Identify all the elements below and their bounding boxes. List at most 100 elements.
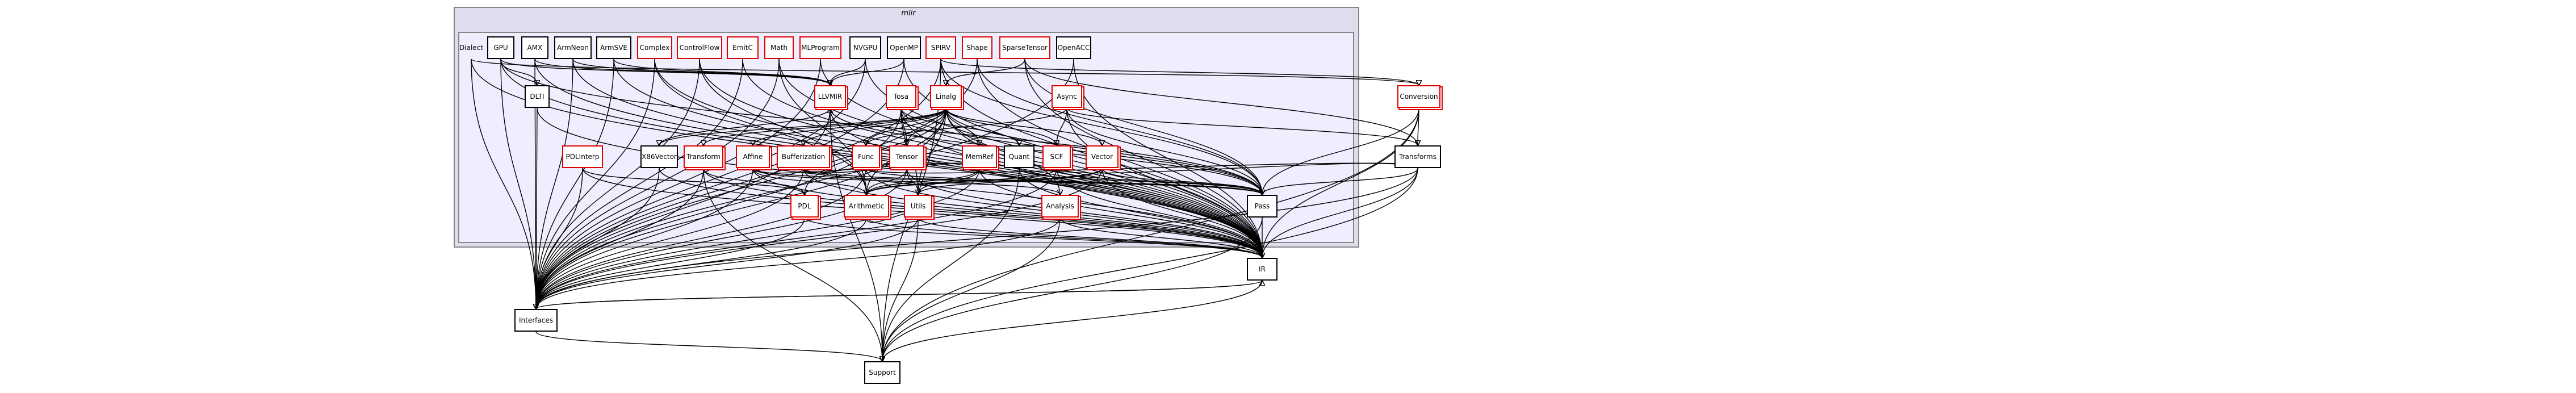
node-openacc[interactable]: OpenACC	[1056, 36, 1091, 59]
edge-analysis-to-support	[882, 217, 1061, 361]
node-dialect[interactable]: Dialect	[459, 44, 483, 52]
edge-llvmir-to-support	[830, 107, 882, 361]
edge-vector-to-pass	[1101, 168, 1262, 195]
edge-async-to-transforms	[1066, 107, 1418, 145]
edge-gpu-to-pass	[500, 58, 1262, 195]
node-arithmetic[interactable]: Arithmetic	[844, 195, 889, 218]
node-pdl[interactable]: PDL	[790, 195, 819, 218]
node-linalg[interactable]: Linalg	[930, 85, 962, 108]
node-sparsetensor[interactable]: SparseTensor	[999, 36, 1050, 59]
edge-conversion-to-pass	[1262, 107, 1419, 195]
edge-linalg-to-bufferization	[803, 107, 946, 145]
edge-quant-to-ir	[1019, 168, 1262, 258]
node-transforms[interactable]: Transforms	[1394, 145, 1441, 168]
edge-transforms-to-support	[882, 168, 1418, 361]
node-math[interactable]: Math	[764, 36, 794, 59]
edge-dialect-to-conversion	[471, 58, 1419, 85]
edge-linalg-to-vector	[945, 107, 1102, 145]
edge-openmp-to-interfaces	[536, 58, 904, 309]
edge-linalg-to-transform	[703, 107, 946, 145]
edge-tosa-to-pass	[900, 107, 1262, 195]
edge-bufferization-to-ir	[803, 168, 1262, 258]
edge-dlti-to-interfaces	[536, 107, 537, 309]
node-interfaces[interactable]: Interfaces	[514, 309, 558, 332]
node-conversion[interactable]: Conversion	[1397, 85, 1440, 108]
edge-mlprogram-to-ir	[820, 58, 1262, 258]
node-quant[interactable]: Quant	[1004, 145, 1034, 168]
node-vector[interactable]: Vector	[1086, 145, 1119, 168]
node-emitc[interactable]: EmitC	[727, 36, 759, 59]
edge-dialect-to-interfaces	[471, 58, 536, 309]
edge-memref-to-interfaces	[536, 168, 980, 309]
edge-openmp-to-llvmir	[830, 58, 904, 85]
mlir-cluster-title[interactable]: mlir	[901, 9, 916, 18]
edge-transform-to-support	[703, 168, 882, 361]
node-pdlinterp[interactable]: PDLInterp	[562, 145, 603, 168]
edge-analysis-to-ir	[1059, 217, 1262, 258]
edge-linalg-to-utils	[918, 107, 946, 195]
node-func[interactable]: Func	[852, 145, 880, 168]
edge-arithmetic-to-ir	[866, 217, 1262, 258]
edge-bufferization-to-interfaces	[536, 168, 804, 309]
node-amx[interactable]: AMX	[521, 36, 548, 59]
node-tosa[interactable]: Tosa	[886, 85, 916, 108]
edge-dlti-to-ir	[537, 107, 1262, 258]
edge-pass-to-support	[882, 217, 1263, 361]
edge-complex-to-interfaces	[536, 58, 655, 309]
node-complex[interactable]: Complex	[637, 36, 672, 59]
edge-utils-to-support	[882, 217, 919, 361]
node-bufferization[interactable]: Bufferization	[777, 145, 830, 168]
node-dlti[interactable]: DLTI	[525, 85, 550, 108]
edge-conversion-to-support	[882, 107, 1419, 361]
edge-scf-to-pass	[1056, 168, 1262, 195]
node-gpu[interactable]: GPU	[487, 36, 514, 59]
edge-quant-to-pass	[1019, 168, 1262, 195]
edge-math-to-interfaces	[536, 58, 780, 309]
node-armneon[interactable]: ArmNeon	[554, 36, 592, 59]
node-analysis[interactable]: Analysis	[1041, 195, 1079, 218]
node-scf[interactable]: SCF	[1042, 145, 1071, 168]
edge-conversion-to-ir	[1262, 107, 1419, 258]
node-affine[interactable]: Affine	[736, 145, 770, 168]
edge-sparsetensor-to-ir	[1024, 58, 1262, 258]
edge-vector-to-interfaces	[536, 168, 1103, 309]
edge-spirv-to-pass	[940, 58, 1262, 195]
node-support[interactable]: Support	[864, 361, 900, 384]
node-tensor[interactable]: Tensor	[889, 145, 924, 168]
edge-tensor-to-ir	[906, 168, 1262, 258]
edge-memref-to-arithmetic	[866, 168, 980, 195]
edge-async-to-pass	[1066, 107, 1262, 195]
node-pass[interactable]: Pass	[1247, 195, 1277, 218]
node-controlflow[interactable]: ControlFlow	[677, 36, 722, 59]
node-spirv[interactable]: SPIRV	[925, 36, 956, 59]
edge-linalg-to-func	[866, 107, 946, 145]
edge-tosa-to-quant	[900, 107, 1019, 145]
edge-transforms-to-pass	[1262, 168, 1418, 195]
node-openmp[interactable]: OpenMP	[887, 36, 921, 59]
node-async[interactable]: Async	[1052, 85, 1082, 108]
node-llvmir[interactable]: LLVMIR	[814, 85, 846, 108]
edge-vector-to-utils	[918, 168, 1103, 195]
edge-async-to-func	[866, 107, 1067, 145]
edge-sparsetensor-to-pass	[1024, 58, 1262, 195]
node-x86vector[interactable]: X86Vector	[640, 145, 678, 168]
node-armsve[interactable]: ArmSVE	[596, 36, 631, 59]
node-memref[interactable]: MemRef	[962, 145, 997, 168]
edge-mlprogram-to-interfaces	[536, 58, 821, 309]
node-mlprogram[interactable]: MLProgram	[799, 36, 841, 59]
edge-affine-to-analysis	[752, 168, 1060, 195]
edge-controlflow-to-arithmetic	[699, 58, 866, 195]
node-utils[interactable]: Utils	[904, 195, 932, 218]
edge-scf-to-arithmetic	[866, 168, 1057, 195]
node-nvgpu[interactable]: NVGPU	[849, 36, 881, 59]
edge-sparsetensor-to-transforms	[1024, 58, 1418, 145]
edge-affine-to-ir	[752, 168, 1262, 258]
node-transform[interactable]: Transform	[684, 145, 723, 168]
node-ir[interactable]: IR	[1247, 258, 1277, 281]
edge-linalg-to-tensor	[907, 107, 946, 145]
edge-linalg-to-affine	[753, 107, 946, 145]
edge-tensor-to-interfaces	[536, 168, 907, 309]
edge-utils-to-ir	[918, 217, 1262, 258]
node-shape[interactable]: Shape	[962, 36, 992, 59]
